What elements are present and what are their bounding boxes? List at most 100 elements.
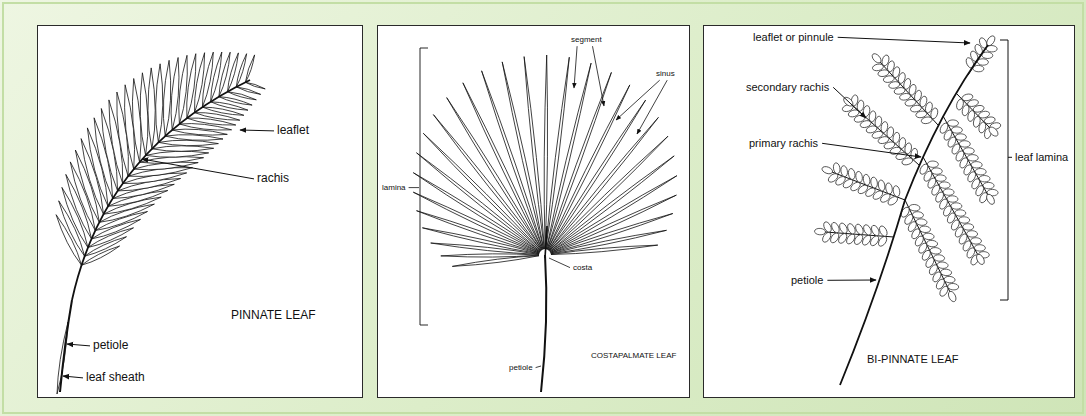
leader-arrow (142, 159, 254, 179)
pinnule-shape (919, 226, 931, 233)
pinnule-shape (885, 182, 893, 194)
petiole-stem (60, 300, 72, 392)
pinnule-shape (967, 154, 978, 161)
bipinnate-leaf-drawing (814, 34, 1008, 385)
pinnule-shape (872, 63, 884, 71)
pinnule-shape (814, 228, 825, 235)
pinnule-shape (975, 253, 986, 266)
part-label: rachis (257, 172, 289, 186)
leader-arrow (67, 344, 90, 346)
leader-lines (63, 37, 1012, 378)
petiole-stem (541, 255, 546, 392)
secondary-rachis-line (905, 200, 950, 292)
pinnule-shape (931, 168, 942, 175)
panel-ground (703, 25, 1075, 398)
pinnule-shape (939, 182, 950, 189)
pinnule-shape (840, 165, 848, 177)
pinnule-shape (947, 283, 959, 290)
pinnule-shape (973, 65, 984, 72)
leader-arrow (637, 80, 667, 134)
leaf-panel: leafletrachispetiolePINNATE LEAFleaf she… (37, 25, 363, 398)
leaf-panel: leaflet or pinnule secondary rachis primar… (703, 25, 1075, 398)
costapalmate-leaf-drawing (413, 48, 677, 392)
pinnule-shape (985, 193, 996, 206)
pinnule-shape (979, 175, 990, 182)
pinnule-shape (916, 218, 928, 225)
pinnule-shape (959, 141, 970, 148)
leader-line (409, 187, 419, 188)
leaflet-blade (245, 82, 265, 89)
part-label: petiole (93, 339, 128, 353)
pinnule-shape (926, 240, 938, 247)
part-label: segment (571, 35, 602, 44)
pinnule-shape (975, 168, 986, 175)
leaflet-blade (152, 146, 214, 152)
pinnule-shape (943, 189, 954, 196)
pinnule-shape (951, 203, 962, 210)
pinnule-shape (909, 204, 921, 211)
leaflet-blade (146, 151, 209, 157)
palm-segment (422, 228, 539, 254)
pinnule-shape (838, 222, 849, 235)
secondary-rachis-line (923, 157, 978, 255)
leaflet-blade (245, 55, 254, 82)
pinnule-shape (967, 231, 978, 238)
pinnule-shape (935, 175, 946, 182)
pinnule-shape (846, 222, 857, 235)
leaflet-blade (179, 55, 188, 124)
pinnule-shape (821, 165, 834, 175)
pinnule-shape (927, 161, 938, 168)
pinnule-shape (970, 238, 981, 245)
leaflet-blade (163, 60, 170, 136)
pinnule-shape (881, 54, 890, 66)
pinnule-shape (870, 224, 881, 237)
pinnule-shape (855, 171, 863, 183)
part-label: COSTAPALMATE LEAF (591, 351, 676, 360)
pinnule-shape (951, 127, 962, 134)
pinnule-shape (854, 223, 865, 236)
pinnule-shape (977, 59, 988, 66)
leader-arrow (827, 280, 876, 281)
palm-segment (548, 85, 630, 250)
palm-segment (544, 55, 547, 249)
part-label: BI-PINNATE LEAF (867, 353, 958, 366)
pinnule-shape (959, 217, 970, 224)
part-label: sinus (656, 69, 675, 78)
pinnule-shape (987, 125, 999, 137)
pinnule-shape (955, 210, 966, 217)
pinnule-shape (878, 225, 889, 238)
pinnule-shape (848, 168, 856, 180)
part-label: petiole (509, 363, 533, 372)
part-label: leaflet or pinnule (753, 31, 834, 44)
palm-segment (550, 156, 674, 251)
panel-ground (377, 25, 690, 398)
pinnule-shape (944, 276, 956, 283)
part-label: leaf lamina (1015, 151, 1068, 164)
lamina-bracket (1000, 40, 1008, 300)
leaflet-blade (132, 79, 141, 163)
part-label: PINNATE LEAF (231, 309, 315, 323)
pinnate-leaf-drawing (56, 52, 265, 394)
part-label: secondary rachis (746, 81, 829, 94)
palm-segment (452, 256, 539, 267)
leaflet-blade (171, 58, 179, 131)
pinnule-shape (947, 290, 958, 303)
leader-arrow (833, 87, 866, 118)
part-label: petiole (791, 274, 823, 287)
lamina-bracket (420, 48, 428, 325)
leader-line (549, 258, 570, 268)
part-label: primary rachis (749, 137, 818, 150)
pinnule-shape (940, 269, 952, 276)
pinnule-shape (871, 52, 883, 64)
leader-line (1008, 157, 1012, 158)
pinnule-shape (971, 161, 982, 168)
leader-line (536, 366, 541, 368)
leaflet-blade (156, 64, 163, 143)
leader-arrow (240, 130, 274, 132)
leaflet-blade (165, 135, 223, 141)
leader-arrow (63, 376, 83, 378)
pinnule-shape (923, 233, 935, 240)
palm-segment (546, 57, 570, 249)
leader-arrow (822, 143, 921, 157)
